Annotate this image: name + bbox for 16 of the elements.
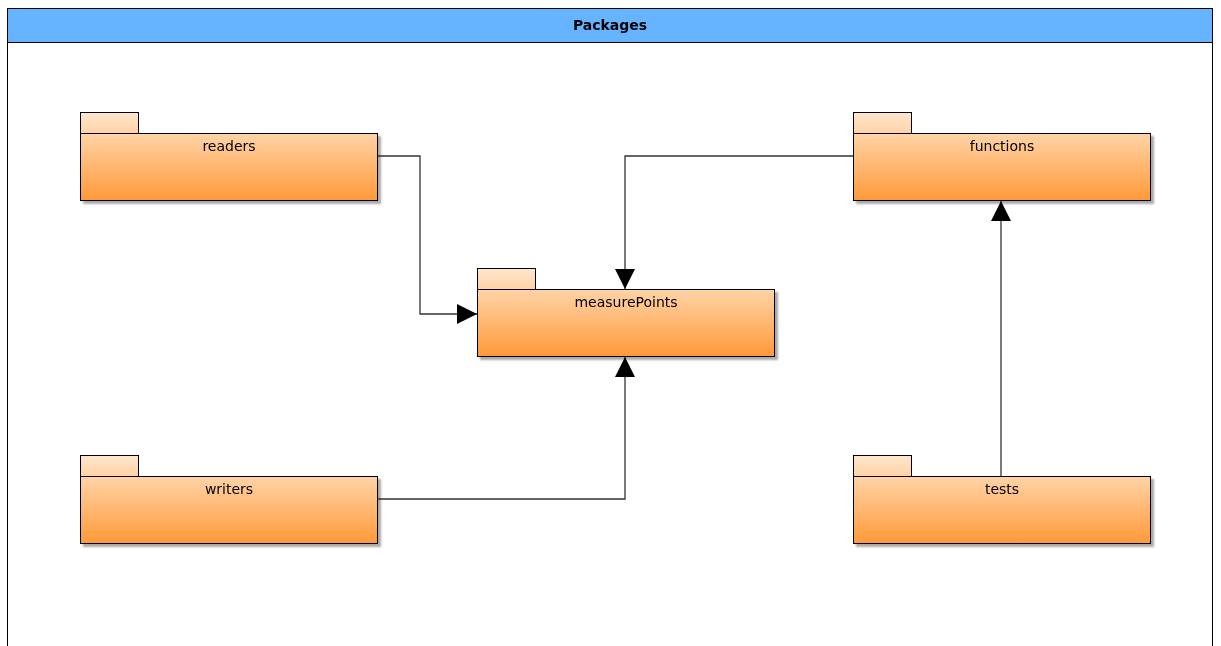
dependency-arrow bbox=[377, 356, 635, 500]
package-folder bbox=[80, 112, 378, 201]
dependency-arrow bbox=[991, 200, 1011, 477]
package-folder bbox=[80, 455, 378, 544]
package-name: writers bbox=[203, 481, 255, 497]
frame-title: Packages bbox=[571, 17, 649, 33]
dependency-arrow bbox=[377, 155, 478, 324]
package-name: readers bbox=[201, 138, 257, 154]
package-name: measurePoints bbox=[573, 294, 679, 310]
package-folder bbox=[477, 268, 775, 357]
package-name: functions bbox=[968, 138, 1036, 154]
package-frame bbox=[7, 8, 1213, 646]
package-name: tests bbox=[983, 481, 1021, 497]
package-folder bbox=[853, 455, 1151, 544]
package-folder bbox=[853, 112, 1151, 201]
dependency-arrow bbox=[615, 155, 854, 290]
